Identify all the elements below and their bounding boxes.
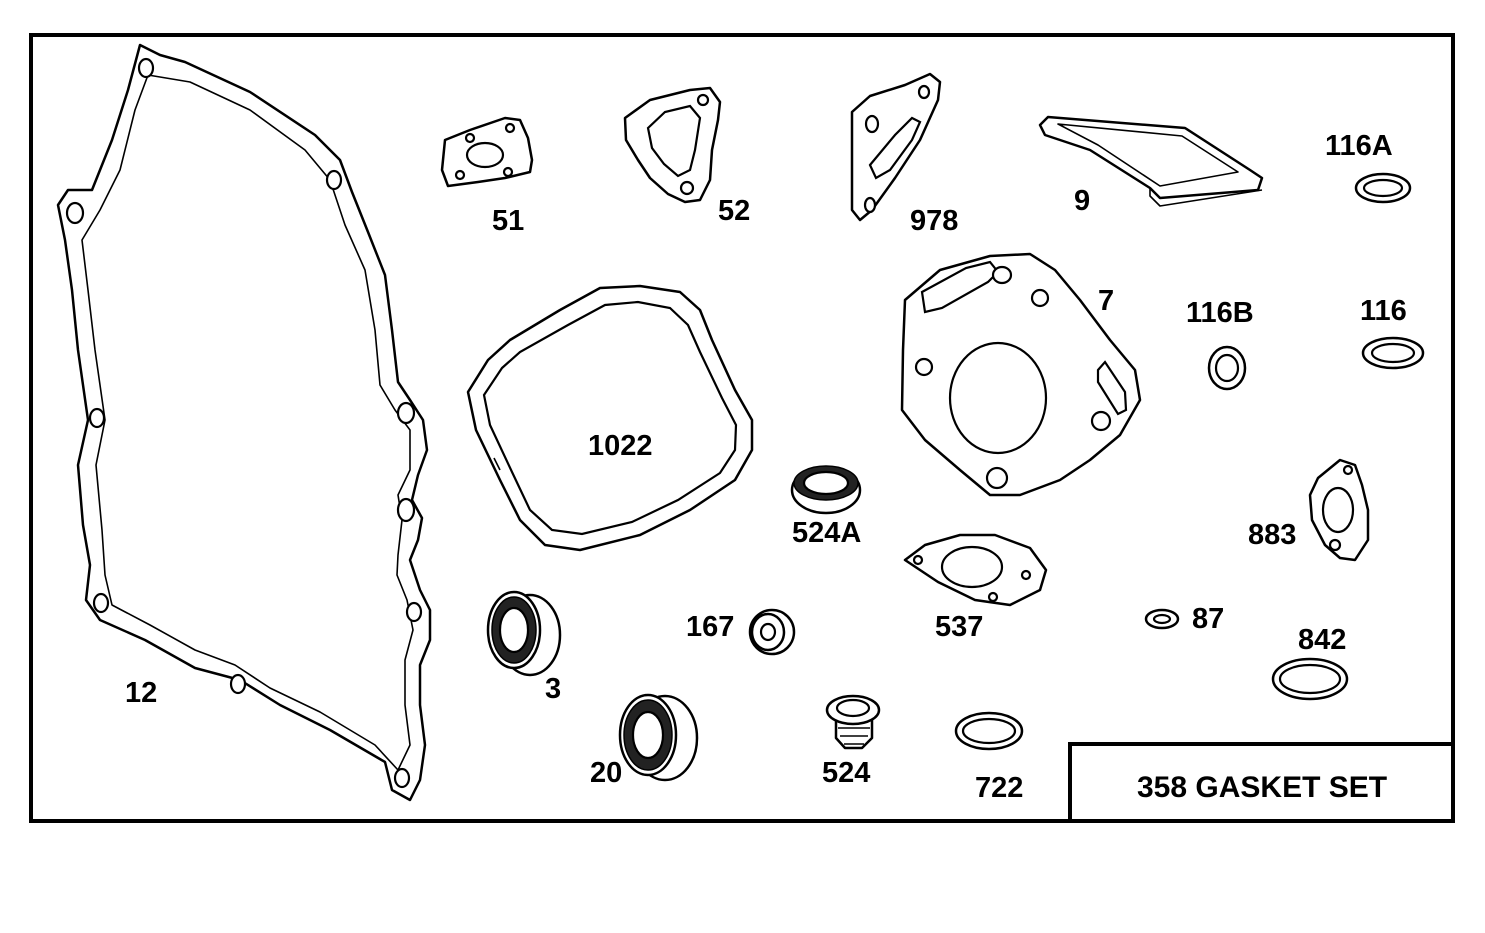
label-842: 842 bbox=[1298, 624, 1346, 656]
label-1022: 1022 bbox=[588, 430, 653, 462]
label-524A: 524A bbox=[792, 517, 861, 549]
part-51-gasket bbox=[440, 116, 534, 188]
label-537: 537 bbox=[935, 611, 983, 643]
label-7: 7 bbox=[1098, 285, 1114, 317]
label-12: 12 bbox=[125, 677, 157, 709]
part-52-gasket bbox=[623, 86, 722, 204]
label-52: 52 bbox=[718, 195, 750, 227]
part-524A-oil-seal bbox=[790, 465, 862, 515]
part-9-gasket bbox=[1038, 115, 1264, 207]
label-87: 87 bbox=[1192, 603, 1224, 635]
label-883: 883 bbox=[1248, 519, 1296, 551]
label-9: 9 bbox=[1074, 185, 1090, 217]
label-20: 20 bbox=[590, 757, 622, 789]
part-116-seal bbox=[1361, 336, 1425, 370]
label-722: 722 bbox=[975, 772, 1023, 804]
diagram-frame bbox=[29, 33, 1455, 823]
part-842-o-ring bbox=[1271, 657, 1349, 701]
part-1022-valve-cover-gasket bbox=[466, 284, 754, 552]
part-20-oil-seal bbox=[618, 693, 699, 782]
part-87-washer bbox=[1144, 608, 1180, 630]
title-box: 358 GASKET SET bbox=[1068, 742, 1453, 821]
part-167-plug bbox=[748, 608, 796, 656]
part-12-crankcase-gasket bbox=[56, 43, 432, 802]
label-3: 3 bbox=[545, 673, 561, 705]
part-524-valve-seal bbox=[825, 694, 881, 750]
label-978: 978 bbox=[910, 205, 958, 237]
part-722-o-ring bbox=[954, 711, 1024, 751]
label-116B: 116B bbox=[1186, 297, 1254, 329]
label-167: 167 bbox=[686, 611, 734, 643]
label-51: 51 bbox=[492, 205, 524, 237]
label-524: 524 bbox=[822, 757, 870, 789]
title-text: 358 GASKET SET bbox=[1137, 771, 1387, 804]
label-116A: 116A bbox=[1325, 130, 1393, 162]
part-7-head-gasket bbox=[900, 252, 1142, 497]
part-978-gasket bbox=[850, 72, 942, 222]
part-116B-seal bbox=[1207, 345, 1247, 391]
part-116A-seal bbox=[1354, 172, 1412, 204]
part-883-gasket bbox=[1308, 458, 1370, 562]
part-537-gasket bbox=[903, 533, 1048, 607]
label-116: 116 bbox=[1360, 295, 1407, 327]
part-3-oil-seal bbox=[486, 590, 562, 677]
